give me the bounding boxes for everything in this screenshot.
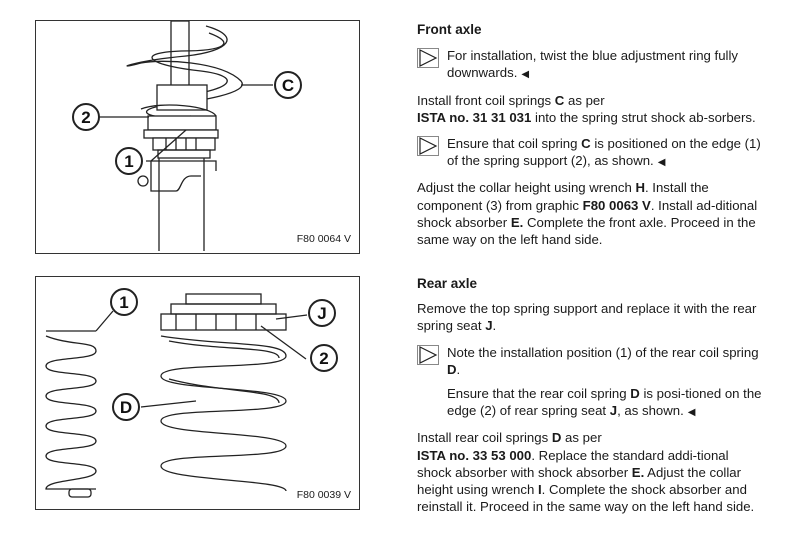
note-triangle-icon — [417, 344, 439, 365]
text-run: Complete the front axle. Proceed in the … — [417, 214, 756, 248]
bold-reference: F80 0063 V — [582, 197, 651, 213]
end-marker-icon: ◀ — [687, 407, 696, 419]
section-heading: Front axle — [417, 22, 482, 37]
note-triangle-icon — [417, 48, 439, 69]
callout-c-circle — [274, 71, 302, 99]
bold-reference: J — [609, 403, 618, 419]
figure-caption: F80 0064 V — [296, 233, 351, 245]
bold-reference: J — [485, 318, 493, 334]
text-run: Install front coil springs — [417, 92, 555, 108]
note-text: Note the installation position (1) of th… — [447, 344, 762, 378]
bold-reference: C — [581, 136, 591, 152]
text-run: . — [492, 318, 497, 334]
bold-reference: E. — [631, 464, 645, 480]
callout-c: C — [282, 76, 294, 95]
bold-reference: C — [554, 92, 565, 108]
text-run: Note the installation position (1) of th… — [447, 344, 759, 360]
text-run: as per — [561, 430, 602, 446]
text-run: Ensure that coil spring — [447, 136, 582, 152]
bold-reference: I — [537, 482, 542, 498]
rear-axle-section: Rear axle Remove the top spring support … — [417, 275, 762, 515]
text-run: . — [456, 361, 461, 377]
note-text: For installation, twist the blue adjustm… — [447, 47, 762, 83]
text-run: Adjust the collar height using wrench — [417, 180, 636, 196]
bold-reference: E. — [510, 214, 524, 230]
bold-reference: ISTA no. 31 31 031 — [417, 109, 532, 125]
bold-reference: D — [551, 430, 562, 446]
figure-caption: F80 0039 V — [296, 489, 351, 501]
callout-1: 1 — [119, 293, 128, 312]
paragraph: Install front coil springs C as per ISTA… — [417, 92, 762, 126]
callout-j: J — [317, 304, 326, 323]
text-run: Ensure that the rear coil spring — [447, 386, 631, 402]
note-text: Ensure that the rear coil spring D is po… — [447, 385, 762, 421]
section-heading: Rear axle — [417, 276, 478, 291]
figure-rear-spring: 1 D J 2 F80 0039 V — [35, 276, 360, 510]
callout-2: 2 — [81, 108, 90, 127]
end-marker-icon: ◀ — [657, 157, 666, 169]
text-run: as per — [564, 92, 605, 108]
text-run: , as shown. — [617, 403, 684, 419]
text-run: into the spring strut shock ab-sorbers. — [531, 109, 756, 125]
text-run: . Install ad-ditional shock absorber — [417, 197, 758, 230]
note-text: Ensure that coil spring C is positioned … — [447, 135, 762, 171]
note: For installation, twist the blue adjustm… — [417, 47, 762, 83]
figure-front-strut: C 2 1 F80 0064 V — [35, 20, 360, 254]
text-run: is posi-tioned on the edge (2) of rear s… — [447, 386, 762, 419]
callout-2: 2 — [319, 349, 328, 368]
paragraph: Remove the top spring support and replac… — [417, 300, 762, 334]
text-run: is positioned on the edge (1) of the spr… — [447, 136, 761, 169]
note: Ensure that coil spring C is positioned … — [417, 135, 762, 171]
callout-1-circle — [115, 147, 143, 175]
text-run: . Install the component (3) from graphic — [417, 180, 709, 213]
text-run: Adjust the collar height using wrench — [417, 464, 742, 498]
text-run: . Complete the shock absorber and reinst… — [417, 482, 755, 515]
paragraph: Adjust the collar height using wrench H.… — [417, 179, 762, 248]
callout-1: 1 — [124, 152, 133, 171]
callout-d: D — [120, 398, 132, 417]
bold-reference: D — [630, 386, 640, 402]
note: Note the installation position (1) of th… — [417, 344, 762, 422]
front-axle-section: Front axle For installation, twist the b… — [417, 21, 762, 248]
rear-spring-illustration: 1 D J 2 — [45, 288, 338, 498]
bold-reference: H — [635, 180, 645, 196]
text-run: . Replace the standard addi-tional shock… — [417, 447, 729, 480]
front-strut-illustration: C 2 1 — [72, 21, 302, 251]
callout-2-circle — [72, 103, 100, 131]
bold-reference: ISTA no. 33 53 000 — [417, 447, 532, 463]
text-run: Install rear coil springs — [417, 430, 552, 446]
text-run: For installation, twist the blue adjustm… — [447, 48, 738, 81]
paragraph: Install rear coil springs D as per ISTA … — [417, 429, 762, 515]
bold-reference: D — [447, 361, 457, 377]
note-triangle-icon — [417, 136, 439, 157]
end-marker-icon: ◀ — [521, 69, 530, 81]
text-run: Remove the top spring support and replac… — [417, 301, 757, 334]
